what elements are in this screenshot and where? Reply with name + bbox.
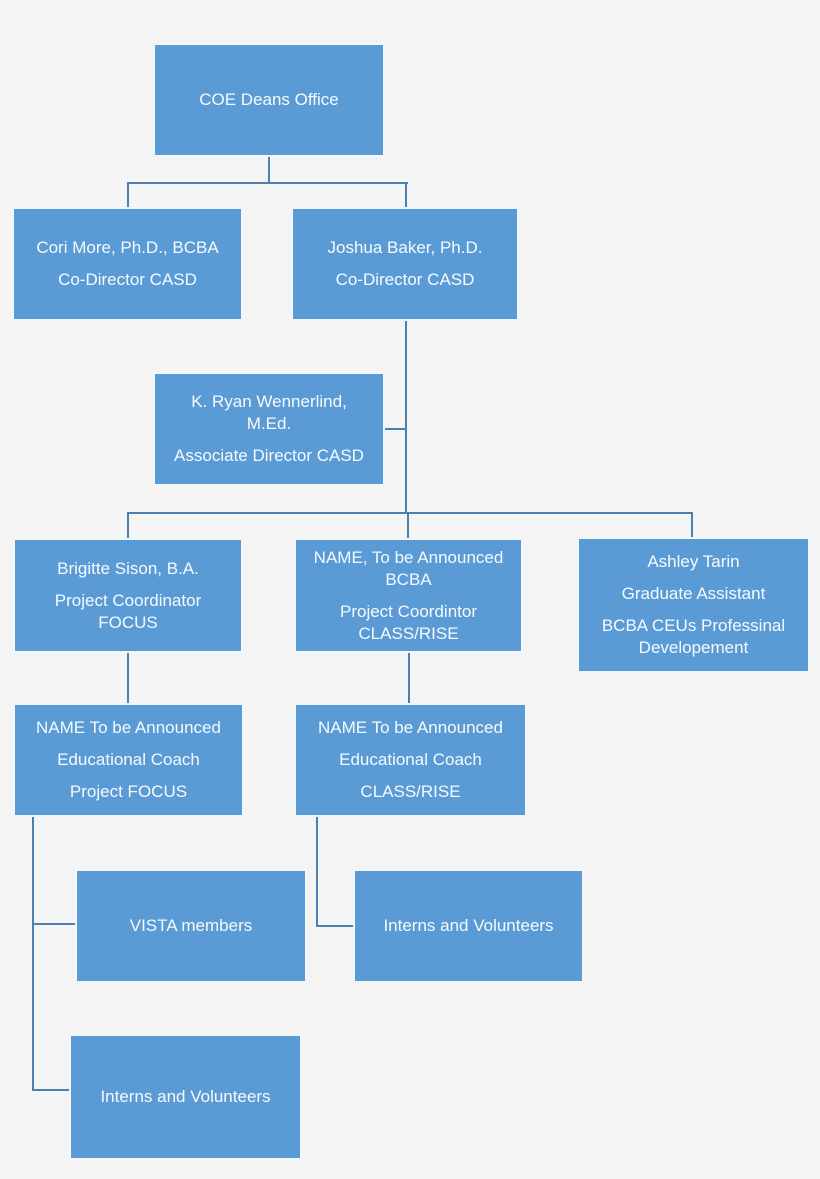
node-text: Interns and Volunteers xyxy=(100,1086,270,1108)
connector-drop-coordintor xyxy=(407,512,409,539)
node-text: Educational Coach xyxy=(339,749,482,771)
node-line: CLASS/RISE xyxy=(358,623,459,643)
node-line: M.Ed. xyxy=(246,414,292,433)
connector-level2-split xyxy=(127,182,408,184)
connector-coordintor-coach xyxy=(408,653,410,704)
connector-joshua-down xyxy=(405,321,407,514)
connector-drop-ashley xyxy=(691,512,693,538)
node-line: Joshua Baker, Ph.D. xyxy=(327,238,483,257)
connector-level4-split xyxy=(127,512,693,514)
connector-to-interns-bottom xyxy=(32,1089,70,1091)
node-line: VISTA members xyxy=(129,916,253,935)
node-line: Co-Director CASD xyxy=(335,270,475,289)
connector-ryan-branch xyxy=(385,428,407,430)
node-text: Joshua Baker, Ph.D. xyxy=(328,237,483,259)
org-box-educational-coach-focus: NAME To be Announced Educational Coach P… xyxy=(13,703,244,817)
node-line: Project Coordintor xyxy=(339,601,477,621)
node-line: CLASS/RISE xyxy=(360,782,461,801)
node-line: COE Deans Office xyxy=(199,90,339,109)
connector-classrise-hang xyxy=(316,817,318,927)
node-line: Graduate Assistant xyxy=(621,584,766,603)
node-line: Educational Coach xyxy=(339,750,482,769)
node-line: FOCUS xyxy=(98,612,158,632)
org-box-project-coordintor-class-rise: NAME, To be Announced BCBA Project Coord… xyxy=(294,538,523,653)
node-text: Brigitte Sison, B.A. xyxy=(57,558,199,580)
node-line: NAME To be Announced xyxy=(36,718,221,737)
org-box-vista-members: VISTA members xyxy=(75,869,307,983)
node-text: VISTA members xyxy=(130,915,253,937)
node-line: K. Ryan Wennerlind, xyxy=(191,392,347,411)
node-text: NAME, To be Announced BCBA xyxy=(314,547,504,591)
node-text: Educational Coach xyxy=(57,749,200,771)
node-text: BCBA CEUs Professinal Developement xyxy=(602,615,785,659)
connector-drop-joshua xyxy=(405,182,407,208)
connector-drop-brigitte xyxy=(127,512,129,539)
node-line: Interns and Volunteers xyxy=(100,1087,271,1106)
connector-drop-cori xyxy=(127,182,129,208)
node-line: Educational Coach xyxy=(57,750,200,769)
node-text: Co-Director CASD xyxy=(58,269,197,291)
node-text: Project Coordintor CLASS/RISE xyxy=(340,601,477,645)
connector-brigitte-coach xyxy=(127,653,129,704)
node-line: BCBA CEUs Professinal xyxy=(601,616,786,635)
node-line: BCBA xyxy=(385,569,432,589)
org-box-co-director-joshua-baker: Joshua Baker, Ph.D. Co-Director CASD xyxy=(291,207,519,321)
org-box-coe-deans-office: COE Deans Office xyxy=(153,43,385,157)
node-line: Developement xyxy=(638,638,749,657)
node-line: Brigitte Sison, B.A. xyxy=(57,558,199,578)
org-box-interns-volunteers-focus: Interns and Volunteers xyxy=(69,1034,302,1160)
node-text: K. Ryan Wennerlind, M.Ed. xyxy=(191,391,347,435)
node-line: Co-Director CASD xyxy=(58,270,197,289)
node-line: Interns and Volunteers xyxy=(383,916,554,935)
node-line: NAME To be Announced xyxy=(318,718,503,737)
node-line: NAME, To be Announced xyxy=(313,547,504,567)
node-text: Co-Director CASD xyxy=(336,269,475,291)
node-line: Project Coordinator xyxy=(54,590,202,610)
node-text: Graduate Assistant xyxy=(622,583,766,605)
connector-to-interns-right xyxy=(316,925,354,927)
node-text: Ashley Tarin xyxy=(647,551,739,573)
org-box-educational-coach-class-rise: NAME To be Announced Educational Coach C… xyxy=(294,703,527,817)
node-line: Cori More, Ph.D., BCBA xyxy=(36,238,219,257)
node-text: Project Coordinator FOCUS xyxy=(55,590,201,634)
node-text: Interns and Volunteers xyxy=(383,915,553,937)
org-box-project-coordinator-focus: Brigitte Sison, B.A. Project Coordinator… xyxy=(13,538,243,653)
connector-coe-down xyxy=(268,157,270,184)
node-line: Ashley Tarin xyxy=(647,552,740,571)
org-box-associate-director-ryan-wennerlind: K. Ryan Wennerlind, M.Ed. Associate Dire… xyxy=(153,372,385,486)
node-text: Project FOCUS xyxy=(70,781,187,803)
connector-focus-hang xyxy=(32,817,34,1091)
node-text: COE Deans Office xyxy=(199,89,339,111)
org-box-graduate-assistant-ashley-tarin: Ashley Tarin Graduate Assistant BCBA CEU… xyxy=(577,537,810,673)
node-text: Cori More, Ph.D., BCBA xyxy=(36,237,218,259)
node-text: NAME To be Announced xyxy=(318,717,503,739)
node-text: Associate Director CASD xyxy=(174,445,364,467)
connector-to-vista xyxy=(32,923,76,925)
org-box-co-director-cori-more: Cori More, Ph.D., BCBA Co-Director CASD xyxy=(12,207,243,321)
node-text: CLASS/RISE xyxy=(360,781,460,803)
node-line: Associate Director CASD xyxy=(174,446,364,465)
node-line: Project FOCUS xyxy=(69,782,188,801)
node-text: NAME To be Announced xyxy=(36,717,221,739)
org-box-interns-volunteers-class-rise: Interns and Volunteers xyxy=(353,869,584,983)
